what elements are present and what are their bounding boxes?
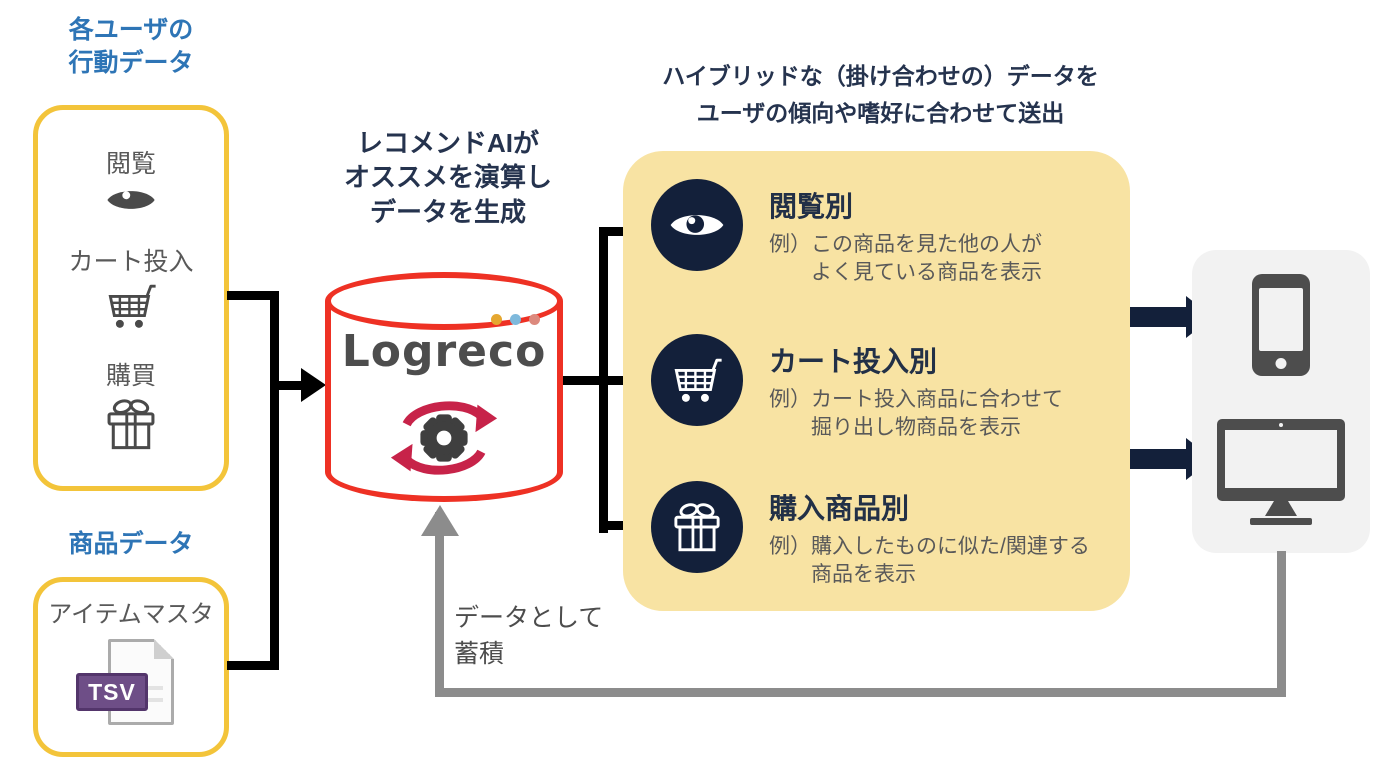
feedback-arrow-head — [421, 505, 459, 536]
connector-product-out — [227, 661, 279, 670]
behavior-item-label: カート投入 — [68, 248, 194, 276]
logreco-database-cylinder: Logreco — [325, 272, 563, 502]
feature-description: 例）この商品を見た他の人が よく見ている商品を表示 — [769, 233, 1042, 285]
hybrid-data-heading: ハイブリッドな（掛け合わせの）データを ユーザの傾向や嗜好に合わせて送出 — [662, 63, 1099, 126]
user-devices-panel — [1192, 250, 1370, 553]
feedback-line-bottom — [435, 688, 1286, 697]
smartphone-icon — [1252, 274, 1310, 376]
eye-icon — [670, 215, 724, 235]
feature-title: 閲覧別 — [769, 191, 854, 222]
feature-row-purchase: 購入商品別 例）購入したものに似た/関連する 商品を表示 — [651, 481, 1090, 590]
feature-title: カート投入別 — [769, 346, 938, 377]
desktop-monitor-icon — [1217, 419, 1345, 525]
recommend-ai-caption: レコメンドAIが オススメを演算し データを生成 — [343, 128, 552, 227]
logreco-logo: Logreco — [341, 326, 547, 377]
item-master-label: アイテムマスタ — [48, 601, 214, 628]
feedback-label: データとして 蓄積 — [454, 604, 604, 669]
gear-sync-icon — [390, 401, 498, 475]
behavior-item-cart: カート投入 — [68, 242, 194, 330]
behavior-item-purchase: 購買 — [104, 356, 158, 452]
cart-icon — [104, 282, 158, 330]
tsv-badge: TSV — [76, 673, 148, 711]
user-behavior-data-label: 各ユーザの 行動データ — [68, 16, 194, 77]
arrow-into-cylinder-head — [301, 368, 326, 402]
product-data-label: 商品データ — [68, 530, 194, 558]
arrow-branch2-stem — [606, 376, 630, 385]
feature-description: 例）カート投入商品に合わせて 掘り出し物商品を表示 — [769, 388, 1063, 440]
user-behavior-box: 閲覧 カート投入 購買 — [33, 105, 229, 491]
behavior-item-view: 閲覧 — [105, 144, 157, 216]
behavior-item-label: 閲覧 — [105, 150, 156, 178]
cart-icon — [670, 356, 724, 404]
feedback-line-right — [1277, 551, 1286, 697]
arrow-into-cylinder-stem — [276, 381, 304, 390]
eye-icon — [107, 191, 155, 209]
arrow-branch1-stem — [606, 227, 630, 236]
arrow-to-phone-stem — [1130, 307, 1187, 327]
connector-sources-bus — [270, 291, 279, 670]
feature-description: 例）購入したものに似た/関連する 商品を表示 — [769, 535, 1090, 587]
connector-branch-bus — [599, 227, 608, 533]
gift-icon — [104, 396, 158, 452]
feature-row-cart: カート投入別 例）カート投入商品に合わせて 掘り出し物商品を表示 — [651, 334, 1063, 443]
arrow-branch3-stem — [606, 521, 630, 530]
tsv-file-icon: TSV — [76, 639, 186, 735]
connector-behavior-out — [227, 291, 279, 300]
tsv-badge-label: TSV — [88, 678, 136, 705]
connector-cylinder-out — [560, 376, 608, 385]
gift-icon — [671, 500, 723, 554]
feature-row-view: 閲覧別 例）この商品を見た他の人が よく見ている商品を表示 — [651, 179, 1042, 288]
feedback-line-left — [435, 512, 444, 697]
arrow-to-monitor-stem — [1130, 449, 1187, 469]
product-data-box: アイテムマスタ TSV — [33, 577, 229, 757]
feature-title: 購入商品別 — [769, 493, 910, 524]
logo-dots-icon — [491, 314, 540, 325]
behavior-item-label: 購買 — [105, 362, 156, 390]
folded-corner — [154, 639, 174, 659]
